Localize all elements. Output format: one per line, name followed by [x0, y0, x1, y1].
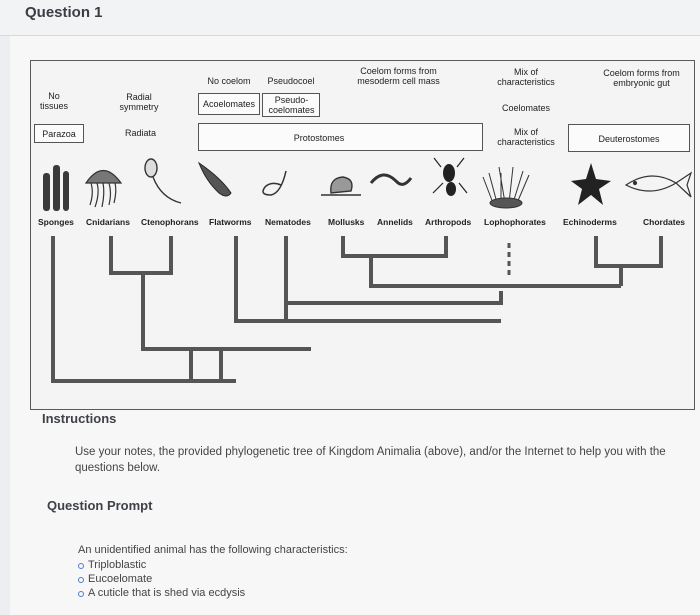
sponge-icon [43, 165, 69, 211]
snail-icon [321, 176, 361, 196]
label-pseudocoel: Pseudocoel [267, 76, 315, 86]
label-coelom-mesoderm: Coelom forms from mesoderm cell mass [357, 66, 440, 86]
question-prompt-intro: An unidentified animal has the following… [78, 544, 348, 556]
organism-lophophorates: Lophophorates [484, 217, 546, 227]
protostomes-box: Protostomes [198, 123, 483, 151]
characteristics-list: Triploblastic Eucoelomate A cuticle that… [78, 558, 245, 600]
organism-echinoderms: Echinoderms [563, 217, 617, 227]
label-parazoa: Parazoa [42, 129, 76, 139]
list-item: A cuticle that is shed via ecdysis [78, 586, 245, 600]
question-title: Question 1 [25, 4, 103, 21]
label-no-coelom: No coelom [207, 76, 251, 86]
insect-icon [432, 157, 468, 196]
top-bar: Question 1 [0, 0, 700, 36]
organism-mollusks: Mollusks [328, 217, 365, 227]
organism-sponges: Sponges [38, 217, 74, 227]
label-pseudocoelomates: Pseudo- coelomates [268, 95, 315, 115]
phylogenetic-tree-figure: No tissues Radial symmetry No coelom Pse… [30, 60, 695, 410]
jellyfish-icon [84, 169, 123, 208]
instructions-heading: Instructions [42, 411, 117, 426]
lophophorate-icon [482, 166, 530, 209]
organism-nematodes: Nematodes [265, 217, 311, 227]
organism-cnidarians: Cnidarians [86, 217, 130, 227]
list-item: Triploblastic [78, 558, 245, 572]
organism-flatworms: Flatworms [209, 217, 252, 227]
instructions-text: Use your notes, the provided phylogeneti… [75, 446, 666, 474]
label-coelom-gut: Coelom forms from embryonic gut [603, 68, 680, 88]
comb-jelly-icon [144, 158, 182, 204]
label-radiata: Radiata [124, 128, 157, 138]
label-radial-symmetry: Radial symmetry [119, 92, 159, 112]
flatworm-icon [197, 161, 232, 197]
acoelomates-box: Acoelomates [198, 93, 260, 115]
organism-arthropods: Arthropods [425, 217, 472, 227]
label-mix-characteristics: Mix of characteristics [497, 67, 555, 87]
annelid-icon [369, 173, 413, 186]
pseudocoelomates-box: Pseudo- coelomates [262, 93, 320, 117]
label-deuterostomes: Deuterostomes [598, 134, 660, 144]
nematode-icon [262, 170, 287, 196]
deuterostomes-box: Deuterostomes [568, 124, 690, 152]
organism-icons [43, 157, 693, 211]
starfish-icon [571, 163, 611, 205]
question-prompt-heading: Question Prompt [47, 498, 153, 513]
parazoa-box: Parazoa [34, 124, 84, 143]
label-coelomates: Coelomates [501, 103, 551, 113]
label-no-tissues: No tissues [39, 91, 68, 111]
list-item: Eucoelomate [78, 572, 245, 586]
tree-branches [51, 236, 663, 383]
fish-icon [624, 171, 693, 198]
label-mix-characteristics-2: Mix of characteristics [497, 127, 555, 147]
organism-ctenophorans: Ctenophorans [141, 217, 199, 227]
organism-chordates: Chordates [643, 217, 686, 227]
label-protostomes: Protostomes [293, 133, 345, 143]
label-acoelomates: Acoelomates [202, 99, 256, 109]
organism-annelids: Annelids [377, 217, 413, 227]
